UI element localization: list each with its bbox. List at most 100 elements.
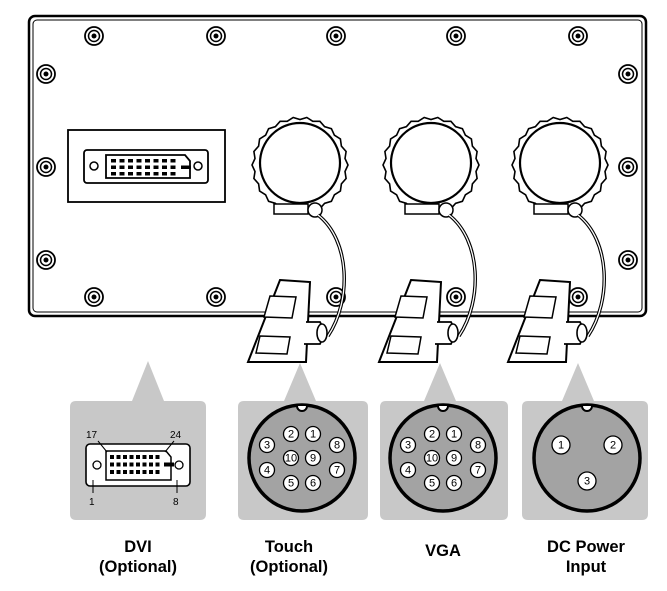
touch-pin-label: 3	[264, 440, 270, 452]
dc-power-caption: DC Power Input	[506, 537, 666, 577]
dvi-pin	[136, 159, 142, 163]
touch-pin	[258, 436, 276, 454]
dvi-pin-grid	[111, 159, 191, 176]
dvi-pin	[145, 172, 150, 176]
dvi-pin-label-24: 24	[170, 430, 182, 441]
dvi-pin	[123, 455, 127, 459]
dvi-port	[67, 129, 226, 203]
dvi-pin	[136, 455, 140, 459]
vga-pin	[445, 449, 463, 467]
tether-ring	[567, 202, 583, 218]
screw-icon	[84, 287, 104, 307]
port-opening	[389, 121, 473, 205]
touch-label: Touch	[264, 538, 314, 556]
connector-body	[388, 403, 498, 513]
dvi-pinout-grid	[110, 455, 174, 474]
touch-pin	[328, 436, 346, 454]
key-notch	[296, 405, 308, 412]
dvi-pin	[119, 165, 125, 169]
tether-tab	[273, 203, 309, 215]
dvi-sublabel: (Optional)	[99, 558, 177, 576]
dvi-blade	[164, 462, 174, 467]
vga-pin	[445, 425, 463, 443]
dvi-pin	[149, 470, 153, 474]
touch-pin	[282, 449, 300, 467]
screw-icon	[84, 26, 104, 46]
screw-icon	[618, 64, 638, 84]
touch-pin-label: 5	[288, 478, 294, 490]
dvi-pin	[136, 462, 140, 467]
vga-caption: VGA	[363, 541, 523, 561]
vga-pin-label: 9	[451, 453, 457, 465]
dvi-pin-label-8: 8	[173, 497, 179, 508]
dc-power-pin	[603, 435, 623, 455]
dvi-pin	[111, 172, 116, 176]
dvi-pin	[142, 470, 147, 474]
vga-pin-label: 2	[429, 429, 435, 441]
touch-pin	[282, 425, 300, 443]
vga-pin-label: 7	[475, 465, 481, 477]
dvi-pin	[145, 159, 150, 163]
vga-pin-label: 10	[426, 453, 438, 465]
dvi-pinout: 17 24 1 8	[85, 430, 191, 508]
touch-pin	[328, 461, 346, 479]
dvi-pin	[110, 455, 114, 459]
vga-pin	[469, 436, 487, 454]
dc-power-pin	[577, 471, 597, 491]
dvi-pin	[162, 165, 167, 169]
vga-pin	[423, 425, 441, 443]
dvi-pin	[116, 462, 121, 467]
port-opening	[518, 121, 602, 205]
dvi-pin	[111, 159, 116, 163]
vga-pin	[423, 474, 441, 492]
touch-caption: Touch (Optional)	[209, 537, 369, 577]
dvi-pin	[153, 172, 159, 176]
dc-power-sublabel: Input	[565, 558, 607, 576]
dvi-pin	[155, 470, 160, 474]
dvi-pin	[136, 470, 140, 474]
touch-pin-label: 9	[310, 453, 316, 465]
port-opening	[258, 121, 342, 205]
dvi-pin	[128, 165, 133, 169]
dvi-pin	[119, 159, 125, 163]
dvi-pin	[129, 462, 134, 467]
touch-pin-label: 10	[285, 453, 297, 465]
vga-label: VGA	[425, 542, 461, 560]
dvi-pin	[170, 172, 176, 176]
dvi-pin	[149, 455, 153, 459]
vga-pin	[469, 461, 487, 479]
vga-pin-label: 8	[475, 440, 481, 452]
dvi-pin	[162, 172, 167, 176]
touch-pin	[304, 449, 322, 467]
round-ports	[246, 116, 609, 363]
vga-pin	[399, 461, 417, 479]
dvi-pin	[153, 165, 159, 169]
vga-pin-label: 4	[405, 465, 411, 477]
dvi-pin	[110, 470, 114, 474]
dvi-blade	[181, 165, 191, 169]
dvi-pin	[116, 470, 121, 474]
dc-power-pin-label: 1	[558, 440, 564, 452]
touch-pin	[304, 474, 322, 492]
dc-power-pin-label: 2	[610, 440, 616, 452]
screw-icon	[36, 64, 56, 84]
dvi-pin	[129, 470, 134, 474]
dvi-pin	[123, 470, 127, 474]
screw-icon	[568, 26, 588, 46]
dvi-pin	[119, 172, 125, 176]
vga-pin-label: 6	[451, 478, 457, 490]
screw-icon	[618, 157, 638, 177]
dvi-pin	[136, 165, 142, 169]
tether-tab	[404, 203, 440, 215]
dvi-pin	[129, 455, 134, 459]
dvi-pin	[155, 455, 160, 459]
touch-pin-label: 2	[288, 429, 294, 441]
dvi-pin	[110, 462, 114, 467]
touch-pin	[304, 425, 322, 443]
round-port-with-cap	[506, 116, 609, 363]
dvi-pin-label-17: 17	[86, 430, 98, 441]
dvi-pin	[170, 159, 176, 163]
